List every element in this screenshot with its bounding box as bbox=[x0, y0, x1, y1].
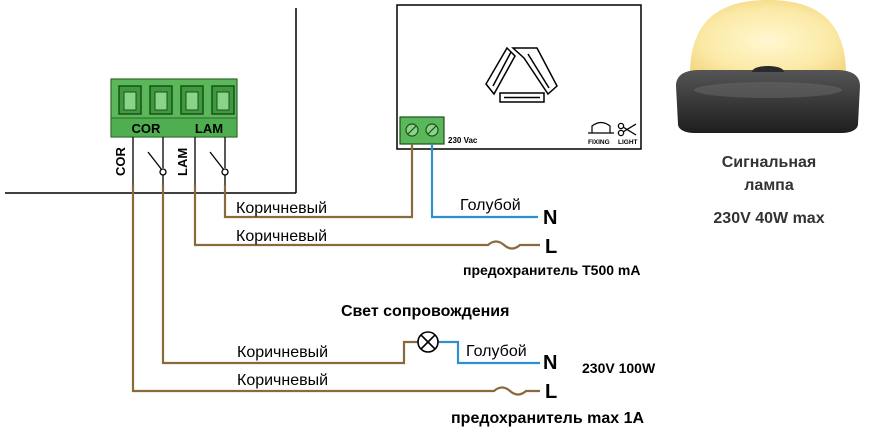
wire-label-brown-2: Коричневый bbox=[236, 228, 327, 245]
terminal-label-cor: COR bbox=[132, 121, 162, 136]
terminal-l-2: L bbox=[545, 381, 557, 403]
terminal-n-2: N bbox=[543, 352, 557, 374]
terminal-label-lam: LAM bbox=[195, 121, 223, 136]
terminal-l-1: L bbox=[545, 236, 557, 258]
signal-lamp-image bbox=[676, 0, 860, 133]
terminal-n-1: N bbox=[543, 207, 557, 229]
fuse-caption-2: предохранитель max 1A bbox=[451, 410, 644, 427]
wire-label-brown-4: Коричневый bbox=[237, 372, 328, 389]
courtesy-lamp-icon bbox=[417, 331, 439, 353]
relay-label-cor: COR bbox=[113, 147, 128, 177]
wire-label-brown-3: Коричневый bbox=[237, 344, 328, 361]
connector-block bbox=[399, 116, 445, 145]
scissors-icon bbox=[617, 122, 637, 137]
screw-terminals bbox=[118, 85, 235, 115]
control-box: 230 Vac FIXING LIGHT bbox=[396, 4, 642, 150]
control-panel-outline bbox=[5, 8, 297, 194]
voltage-label: 230 Vac bbox=[448, 136, 478, 145]
wire-label-blue-2: Голубой bbox=[466, 343, 527, 360]
lamp-caption-line1: Сигнальная bbox=[722, 154, 817, 171]
fixing-icon bbox=[588, 121, 614, 134]
light-label: LIGHT bbox=[618, 139, 638, 146]
wire-label-brown-1: Коричневый bbox=[236, 200, 327, 217]
fuse-caption-1: предохранитель T500 mA bbox=[463, 262, 640, 278]
wire-label-blue-1: Голубой bbox=[460, 197, 521, 214]
lamp-caption-line2: лампа bbox=[744, 177, 794, 194]
lamp-rating: 230V 40W max bbox=[713, 210, 824, 227]
courtesy-rating: 230V 100W bbox=[582, 360, 656, 376]
fixing-label: FIXING bbox=[588, 139, 610, 146]
wires bbox=[131, 144, 540, 396]
warning-triangle-icon bbox=[485, 46, 558, 103]
relay-label-lam: LAM bbox=[175, 148, 190, 176]
courtesy-light-title: Свет сопровождения bbox=[341, 303, 509, 320]
terminal-block: COR LAM bbox=[110, 78, 238, 138]
relay-contacts bbox=[132, 137, 229, 185]
